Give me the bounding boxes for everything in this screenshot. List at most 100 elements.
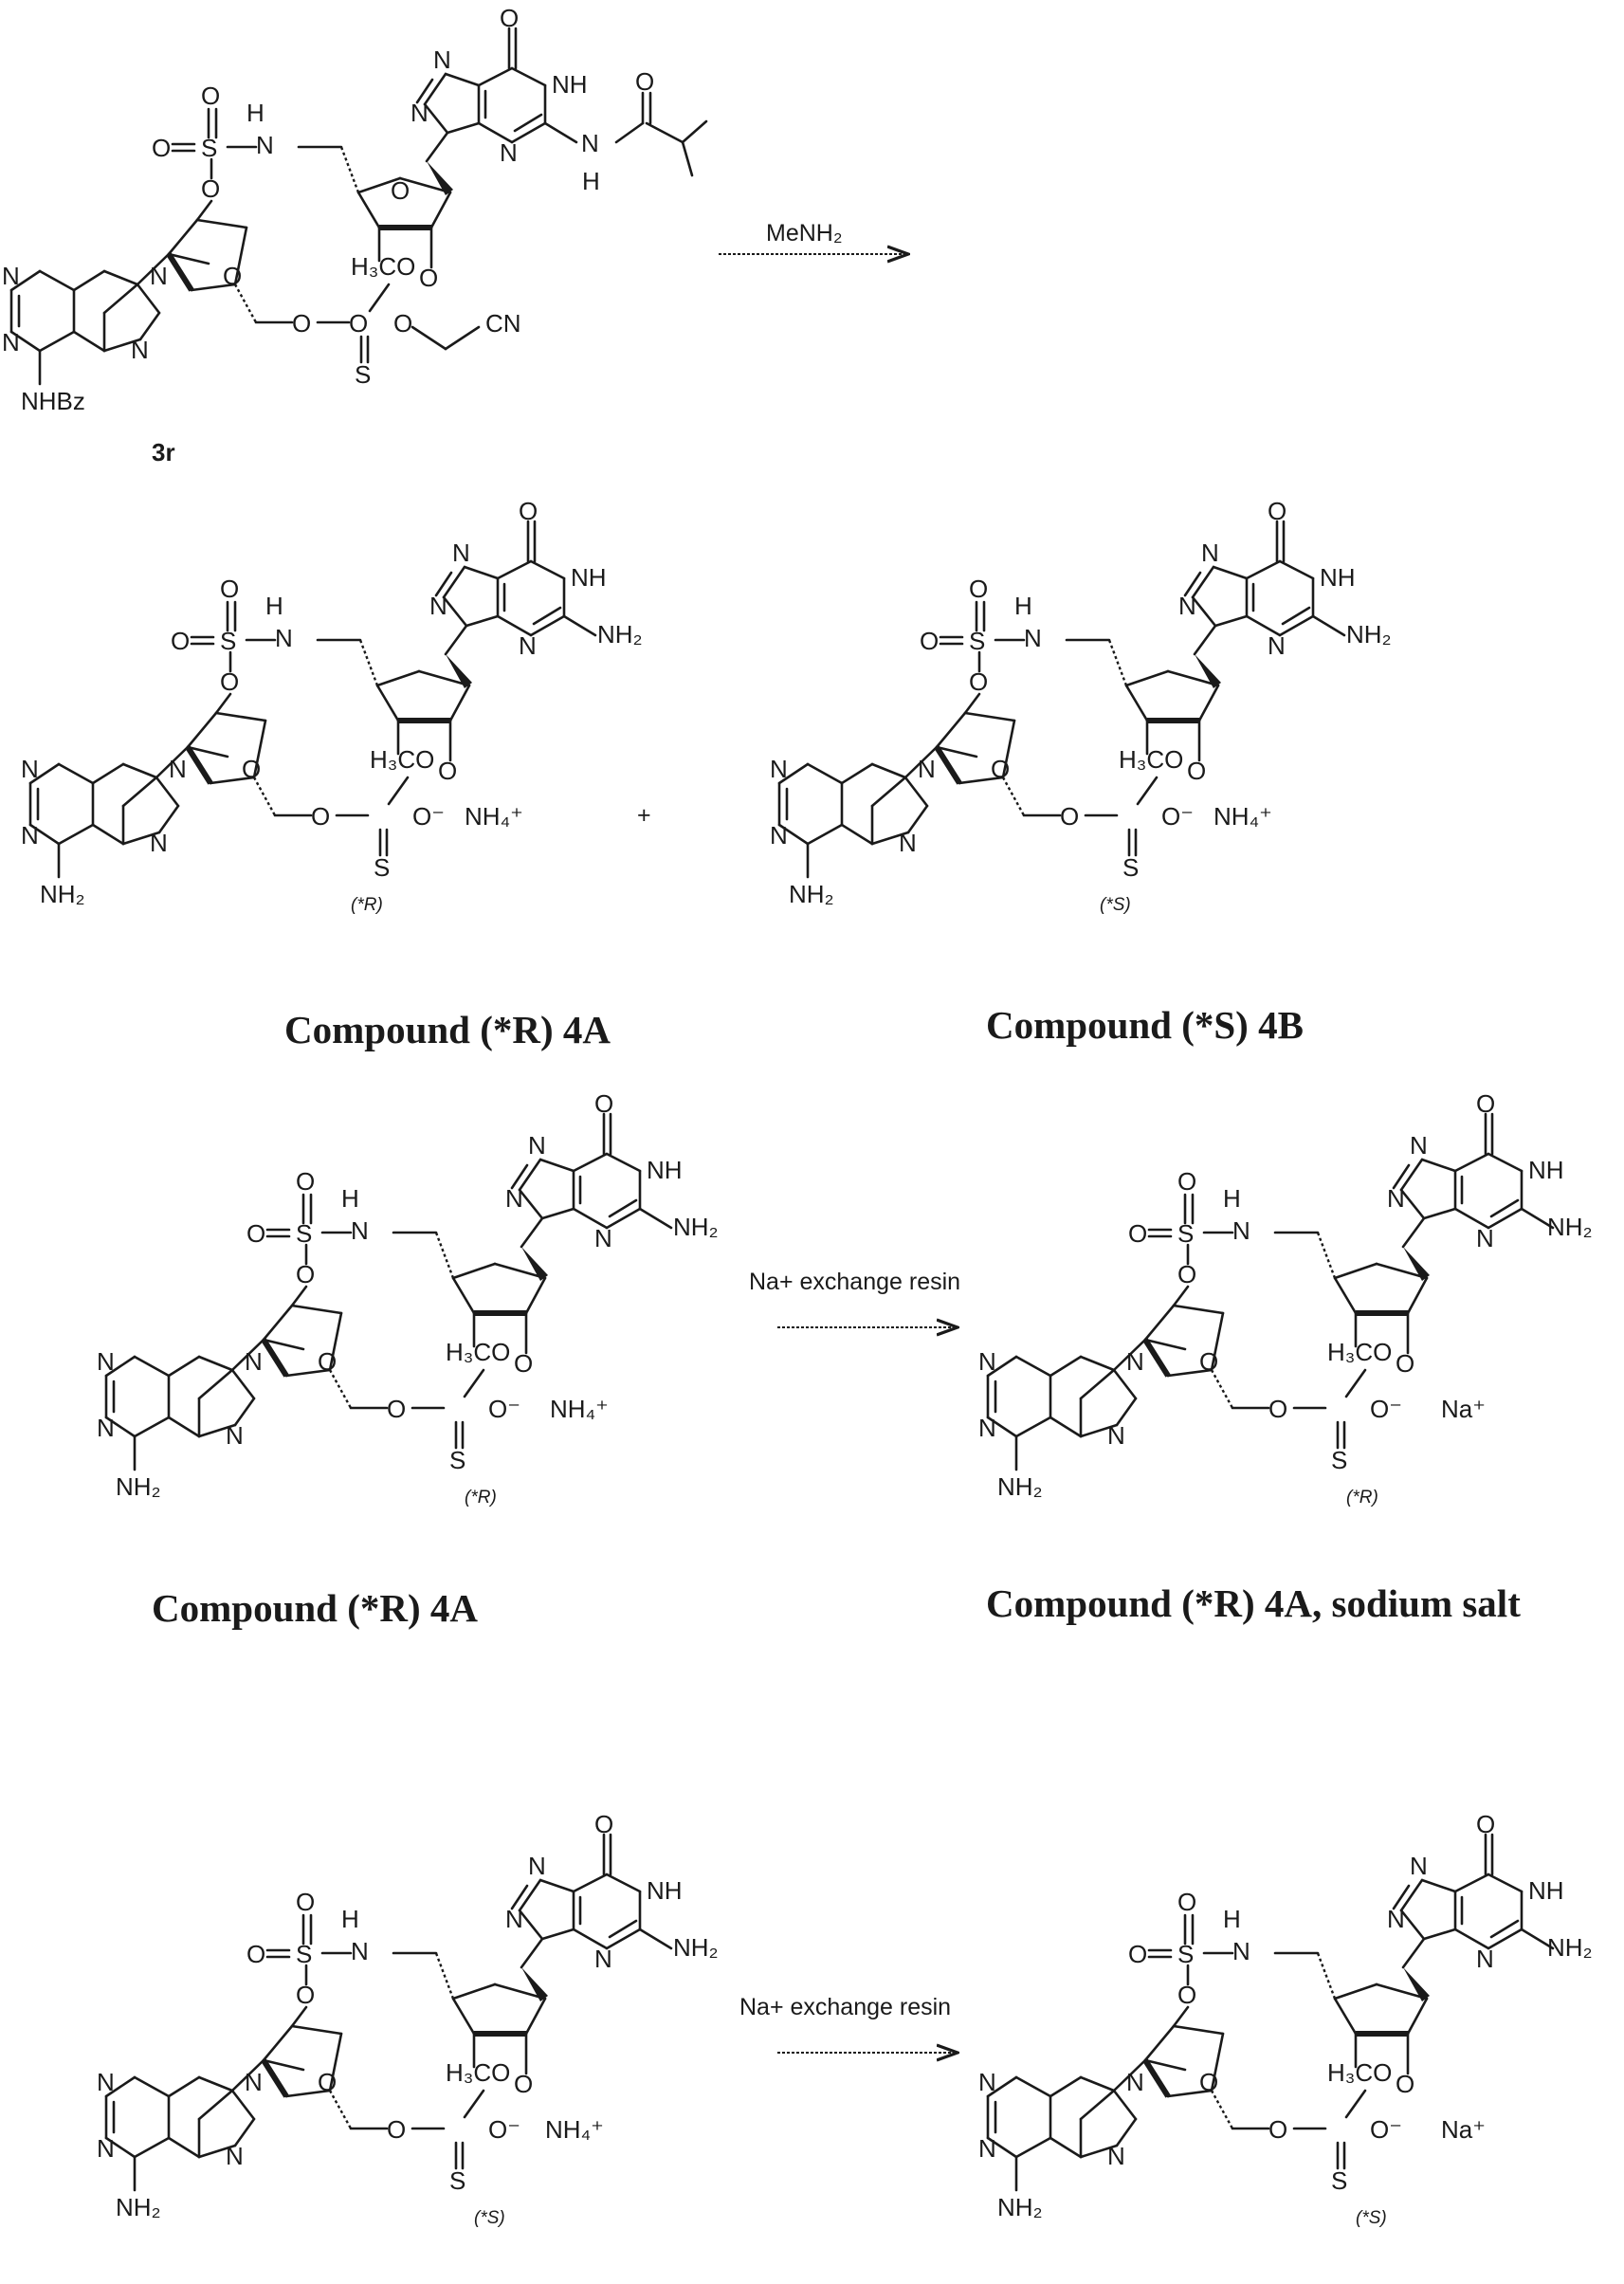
adenine-n3-label: N	[2, 328, 20, 356]
svg-text:S: S	[449, 2166, 465, 2195]
reagent-exchange-2: Na+ exchange resin	[739, 1994, 951, 2020]
svg-text:O: O	[1177, 1167, 1196, 1196]
svg-text:NH: NH	[1528, 1876, 1564, 1905]
svg-text:S: S	[1331, 1446, 1347, 1474]
svg-text:O: O	[1396, 2070, 1414, 2098]
svg-text:NH₂: NH₂	[997, 1472, 1043, 1501]
svg-text:O: O	[1268, 497, 1286, 525]
sulfonyl-o1-label: O	[201, 82, 220, 110]
svg-text:O: O	[1199, 1347, 1218, 1376]
svg-text:O: O	[1177, 1888, 1196, 1916]
svg-text:O⁻: O⁻	[1370, 2115, 1402, 2144]
svg-text:S: S	[1122, 853, 1139, 882]
svg-text:O: O	[1396, 1349, 1414, 1378]
svg-text:N: N	[918, 755, 936, 783]
structure-3r: O NH N N N N H O O N H S O O O O H₃CO O …	[2, 4, 706, 466]
svg-text:H: H	[1014, 592, 1032, 620]
svg-text:N: N	[245, 1347, 263, 1376]
svg-text:N: N	[978, 2068, 996, 2096]
svg-text:NH₄⁺: NH₄⁺	[1213, 802, 1272, 831]
svg-text:H₃CO: H₃CO	[1327, 2058, 1392, 2087]
svg-text:NH₂: NH₂	[789, 880, 834, 908]
svg-text:N: N	[97, 2068, 115, 2096]
structure-4a-ammonium: O NH N N N NH₂ N H S O O O O H₃CO O O S …	[97, 1089, 719, 1507]
svg-text:N: N	[505, 1905, 523, 1933]
svg-text:(*S): (*S)	[1356, 2208, 1387, 2228]
svg-text:NH₂: NH₂	[116, 1472, 161, 1501]
bridge-o-label: O	[292, 309, 311, 338]
svg-text:O: O	[920, 627, 939, 655]
svg-text:N: N	[21, 821, 39, 850]
ribose-o-label: O	[391, 176, 410, 205]
svg-text:N: N	[1126, 2068, 1144, 2096]
svg-text:N: N	[150, 829, 168, 857]
svg-text:N: N	[97, 1347, 115, 1376]
svg-text:NH: NH	[1320, 563, 1356, 592]
sulfamate-h-label: H	[246, 99, 265, 127]
svg-text:N: N	[1232, 1937, 1250, 1965]
ester-o-label: O	[393, 309, 412, 338]
svg-text:H₃CO: H₃CO	[446, 2058, 510, 2087]
svg-text:O: O	[514, 2070, 533, 2098]
svg-text:S: S	[374, 853, 390, 882]
compound-3r-label: 3r	[152, 438, 175, 466]
svg-text:N: N	[245, 2068, 263, 2096]
caption-compound-4b: Compound (*S) 4B	[986, 1003, 1304, 1047]
svg-text:N: N	[1476, 1224, 1494, 1252]
svg-text:N: N	[899, 829, 917, 857]
svg-text:NH: NH	[571, 563, 607, 592]
svg-text:H₃CO: H₃CO	[446, 1338, 510, 1366]
reagent-exchange-1: Na+ exchange resin	[749, 1269, 960, 1295]
nh-label: NH	[552, 70, 588, 99]
svg-text:N: N	[226, 1421, 244, 1450]
svg-text:O: O	[1476, 1089, 1495, 1118]
caption-compound-4a: Compound (*R) 4A	[284, 1008, 611, 1051]
svg-text:(*S): (*S)	[474, 2208, 505, 2228]
n9-label: N	[411, 99, 429, 127]
svg-text:H: H	[341, 1905, 359, 1933]
carbonyl-o-label: O	[500, 4, 519, 32]
svg-text:O: O	[991, 755, 1010, 783]
svg-text:O: O	[969, 667, 988, 696]
svg-text:NH: NH	[647, 1156, 683, 1184]
caption-compound-4a-sodium: Compound (*R) 4A, sodium salt	[986, 1581, 1521, 1625]
svg-text:NH₂: NH₂	[673, 1933, 719, 1962]
svg-text:O: O	[1268, 2115, 1287, 2144]
svg-text:N: N	[275, 624, 293, 652]
svg-text:N: N	[1107, 1421, 1125, 1450]
svg-text:H₃CO: H₃CO	[1119, 745, 1183, 774]
svg-text:Na⁺: Na⁺	[1441, 1395, 1486, 1423]
sulfur-label: S	[201, 134, 217, 162]
nitrile-label: CN	[485, 309, 521, 338]
svg-text:O: O	[1476, 1810, 1495, 1838]
svg-text:NH₂: NH₂	[116, 2193, 161, 2221]
svg-text:N: N	[770, 821, 788, 850]
svg-text:S: S	[1331, 2166, 1347, 2195]
phosphorus-label: O	[349, 309, 368, 338]
svg-text:S: S	[969, 627, 985, 655]
svg-text:S: S	[449, 1446, 465, 1474]
svg-text:O: O	[220, 667, 239, 696]
svg-text:N: N	[528, 1131, 546, 1160]
svg-text:H: H	[265, 592, 283, 620]
svg-text:O: O	[1268, 1395, 1287, 1423]
adenine-n1-label: N	[2, 262, 20, 290]
svg-text:O: O	[969, 575, 988, 603]
svg-text:S: S	[220, 627, 236, 655]
svg-text:N: N	[97, 1414, 115, 1442]
n-label: N	[433, 46, 451, 74]
svg-text:O: O	[594, 1810, 613, 1838]
structure-4a-r: O NH N N N NH₂ N H S O O O O H₃CO O O S …	[21, 497, 643, 915]
svg-text:NH₂: NH₂	[673, 1213, 719, 1241]
svg-text:O: O	[311, 802, 330, 831]
svg-text:O: O	[438, 757, 457, 785]
svg-text:N: N	[1178, 592, 1196, 620]
ribose2-o-label: O	[223, 262, 242, 290]
svg-text:NH₄⁺: NH₄⁺	[465, 802, 523, 831]
svg-text:NH₄⁺: NH₄⁺	[550, 1395, 609, 1423]
svg-text:N: N	[429, 592, 447, 620]
svg-text:O⁻: O⁻	[1370, 1395, 1402, 1423]
svg-text:H₃CO: H₃CO	[370, 745, 434, 774]
svg-text:N: N	[1268, 631, 1286, 660]
